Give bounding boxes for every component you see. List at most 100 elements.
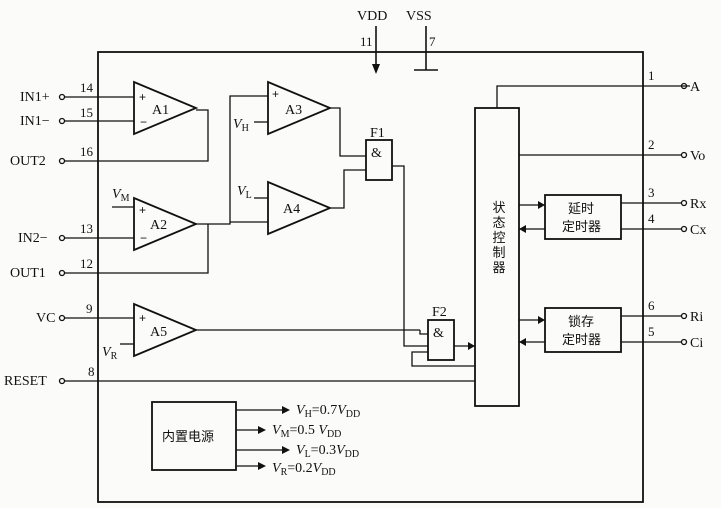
gate-f1-label: F1 <box>370 126 385 141</box>
latch-timer-label-2: 定时器 <box>562 333 601 348</box>
pin-terminal-ci <box>680 338 688 346</box>
opamp-a5-plus: + <box>139 311 146 325</box>
pin-number-out2: 16 <box>80 144 94 159</box>
pin-number-a: 1 <box>648 68 655 83</box>
pin-number-ci: 5 <box>648 324 655 339</box>
pin-terminal-in2m <box>58 234 66 242</box>
opamp-a5-label: A5 <box>150 325 167 340</box>
arrow-vh-out <box>282 406 290 414</box>
opamp-a1-label: A1 <box>152 103 169 118</box>
delay-timer-label-1: 延时 <box>568 202 594 217</box>
wire-a3-f1 <box>330 107 366 157</box>
pin-label-in2m: IN2− <box>18 231 48 246</box>
pin-number-cx: 4 <box>648 211 655 226</box>
wire-a5-f2-in <box>419 330 428 335</box>
arrow-ctrl-delay <box>538 201 545 209</box>
vss-pin-number: 7 <box>429 34 436 49</box>
wire-a4-f1 <box>330 169 366 209</box>
arrow-ctrl-latch <box>538 316 545 324</box>
wire-a2-a3 <box>196 95 268 225</box>
delay-timer <box>544 194 622 240</box>
gate-f2-label: F2 <box>432 305 447 320</box>
vdd-pin-number: 11 <box>360 34 373 49</box>
gate-f2-symbol: & <box>433 326 444 341</box>
arrow-vl-out <box>282 446 290 454</box>
wire-out2 <box>65 109 209 162</box>
ref-vh-label: VH <box>233 117 249 134</box>
arrow-latch-ctrl <box>519 338 526 346</box>
gate-f1 <box>365 139 393 181</box>
opamp-a1-plus: + <box>139 90 146 104</box>
power-out-vl: VL=0.3VDD <box>296 443 359 460</box>
power-supply <box>151 401 237 471</box>
pin-number-rx: 3 <box>648 185 655 200</box>
pin-terminal-out2 <box>58 157 66 165</box>
opamp-a3 <box>267 80 333 136</box>
pin-terminal-out1 <box>58 269 66 277</box>
pin-terminal-reset <box>58 377 66 385</box>
opamp-a2-minus: − <box>140 231 147 245</box>
pin-label-ci: Ci <box>690 336 703 351</box>
pin-number-in1p: 14 <box>80 80 94 95</box>
opamp-a1-minus: − <box>140 115 147 129</box>
delay-timer-label-2: 定时器 <box>562 220 601 235</box>
pin-terminal-rx <box>680 199 688 207</box>
pin-terminal-in1m <box>58 117 66 125</box>
wire-out1 <box>65 224 209 274</box>
wire-a <box>496 85 690 108</box>
pin-number-out1: 12 <box>80 256 93 271</box>
ref-vr-label: VR <box>102 345 118 362</box>
power-supply-label: 内置电源 <box>162 429 214 445</box>
ref-vm-label: VM <box>112 187 130 204</box>
opamp-a3-plus: + <box>272 87 279 101</box>
pin-label-ri: Ri <box>690 310 703 325</box>
opamp-a5 <box>133 302 199 358</box>
arrow-f2-ctrl <box>468 342 475 350</box>
latch-timer <box>544 307 622 353</box>
pin-number-in1m: 15 <box>80 105 93 120</box>
pin-number-vc: 9 <box>86 301 93 316</box>
pin-terminal-in1p <box>58 93 66 101</box>
arrow-vr-out <box>258 462 266 470</box>
pin-label-vc: VC <box>36 311 55 326</box>
pin-label-reset: RESET <box>4 374 47 389</box>
pin-label-in1m: IN1− <box>20 114 50 129</box>
pin-label-a: A <box>690 80 701 95</box>
opamp-a4-label: A4 <box>283 202 300 217</box>
vdd-arrow <box>372 64 380 74</box>
pin-terminal-vo <box>680 151 688 159</box>
arrow-vm-out <box>258 426 266 434</box>
pin-label-out2: OUT2 <box>10 154 46 169</box>
opamp-a2 <box>133 196 199 252</box>
opamp-a4 <box>267 180 333 236</box>
opamp-a3-label: A3 <box>285 103 302 118</box>
pin-label-in1p: IN1+ <box>20 90 50 105</box>
arrow-delay-ctrl <box>519 225 526 233</box>
wire-ctrl-f2 <box>411 351 475 367</box>
gate-f2 <box>427 319 455 361</box>
vdd-label: VDD <box>357 9 387 24</box>
pin-terminal-ri <box>680 312 688 320</box>
pin-terminal-cx <box>680 225 688 233</box>
latch-timer-label-1: 锁存 <box>568 314 594 330</box>
chip-body <box>97 51 644 503</box>
opamp-a2-plus: + <box>139 203 146 217</box>
pin-number-reset: 8 <box>88 364 95 379</box>
power-out-vm: VM=0.5 VDD <box>272 423 341 440</box>
ref-vl-label: VL <box>237 184 252 201</box>
opamp-a2-label: A2 <box>150 218 167 233</box>
pin-number-vo: 2 <box>648 137 655 152</box>
state-controller-label: 状态控制器 <box>490 201 506 276</box>
pin-terminal-a <box>680 82 688 90</box>
vss-label: VSS <box>406 9 432 24</box>
pin-number-in2m: 13 <box>80 221 93 236</box>
wire-f1-f2 <box>392 165 430 347</box>
state-controller <box>474 107 520 407</box>
pin-label-vo: Vo <box>690 149 705 164</box>
opamp-a1 <box>133 80 199 136</box>
pin-label-rx: Rx <box>690 197 706 212</box>
pin-terminal-vc <box>58 314 66 322</box>
pin-number-ri: 6 <box>648 298 655 313</box>
power-out-vh: VH=0.7VDD <box>296 403 360 420</box>
